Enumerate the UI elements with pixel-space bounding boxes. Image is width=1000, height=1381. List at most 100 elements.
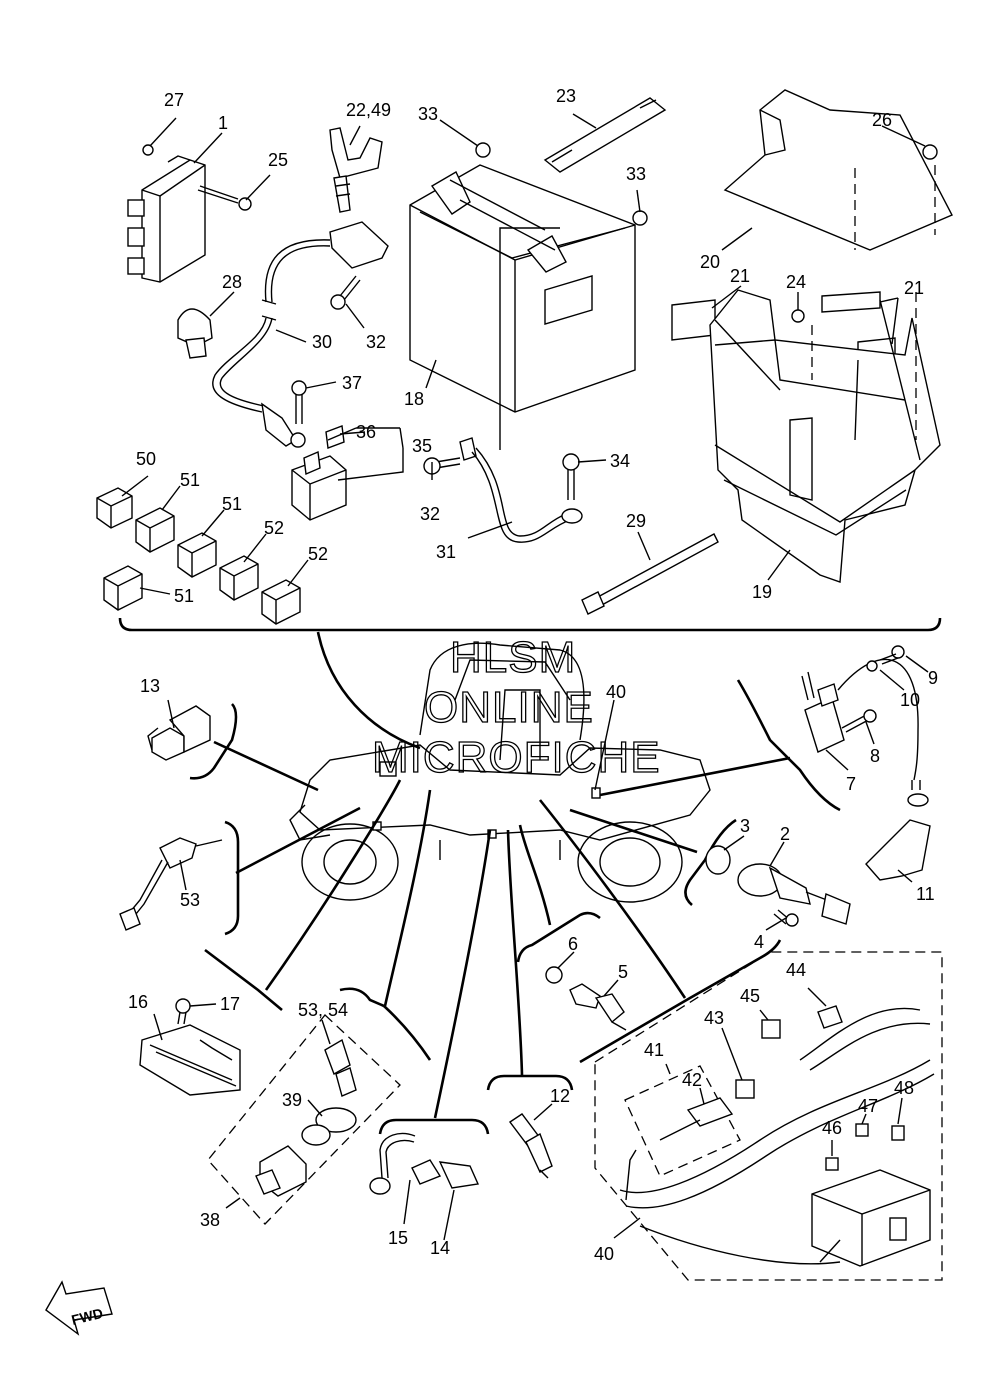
bolt-8 — [841, 709, 877, 733]
connector-cap-51c — [103, 565, 143, 611]
washer-10 — [866, 660, 878, 672]
sensor-14-15 — [369, 1132, 480, 1195]
bracket-13 — [189, 703, 238, 780]
callout-38: 38 — [200, 1210, 220, 1230]
callout-53: 53 — [180, 890, 200, 910]
fuse-48 — [891, 1125, 905, 1141]
battery-cable-30 — [212, 221, 389, 448]
callout-51a: 51 — [180, 470, 200, 490]
connector-44 — [817, 1005, 843, 1029]
callout-34: 34 — [610, 451, 630, 471]
callout-36: 36 — [356, 422, 376, 442]
callout-5: 5 — [618, 962, 628, 982]
battery-18 — [409, 164, 636, 413]
o-ring-3 — [705, 845, 731, 875]
callout-23: 23 — [556, 86, 576, 106]
regulator-16 — [139, 1024, 241, 1096]
callout-53-54: 53, 54 — [298, 1000, 348, 1020]
callout-50: 50 — [136, 449, 156, 469]
callout-52b: 52 — [308, 544, 328, 564]
vehicle-outline — [289, 642, 711, 903]
sensor-13 — [147, 705, 211, 761]
fuse-47 — [855, 1123, 869, 1137]
bolt-34 — [562, 453, 580, 500]
upper-leaders — [121, 113, 926, 595]
callout-6: 6 — [568, 934, 578, 954]
connector-cap-51b — [177, 532, 217, 578]
callout-43: 43 — [704, 1008, 724, 1028]
callout-51c: 51 — [174, 586, 194, 606]
callout-numbers: 27 1 25 28 22,49 33 23 33 26 20 21 24 21… — [128, 86, 938, 1264]
screw-26 — [922, 144, 938, 160]
ignition-coil-7 — [801, 658, 919, 781]
relay-43 — [735, 1079, 755, 1099]
callout-39: 39 — [282, 1090, 302, 1110]
bracket-6 — [516, 911, 601, 963]
cable-tie-29 — [581, 533, 719, 615]
callout-26: 26 — [872, 110, 892, 130]
callout-31: 31 — [436, 542, 456, 562]
grommet-27 — [142, 144, 154, 156]
callout-9: 9 — [928, 668, 938, 688]
lower-leaders — [153, 655, 929, 1241]
negative-cable-31 — [459, 437, 583, 543]
callout-18: 18 — [404, 389, 424, 409]
starter-relay-35 — [291, 425, 347, 521]
battery-band-23 — [543, 97, 667, 173]
callout-16: 16 — [128, 992, 148, 1012]
fuse-46 — [825, 1157, 839, 1171]
callout-40b: 40 — [594, 1244, 614, 1264]
clamp-22-49 — [329, 127, 383, 213]
connector-cap-52a — [219, 555, 259, 601]
callout-21a: 21 — [730, 266, 750, 286]
callout-30: 30 — [312, 332, 332, 352]
bolt-9 — [879, 645, 905, 665]
cover-dashes — [811, 165, 936, 440]
watermark-line-1: HLSM — [450, 633, 576, 682]
callout-1: 1 — [218, 113, 228, 133]
callout-47: 47 — [858, 1096, 878, 1116]
bracket-7 — [736, 679, 841, 812]
bolt-37 — [291, 380, 307, 424]
callout-2: 2 — [780, 824, 790, 844]
callout-21b: 21 — [904, 278, 924, 298]
callout-17: 17 — [220, 994, 240, 1014]
vehicle-leaders — [213, 631, 791, 1119]
fwd-arrow-icon: FWD — [45, 1280, 113, 1336]
bracket-12 — [486, 1074, 574, 1091]
ecu-unit — [127, 155, 206, 283]
harness-41-dashed-box — [624, 1065, 741, 1177]
callout-11: 11 — [916, 884, 935, 904]
bolt-17 — [175, 998, 191, 1025]
callout-3: 3 — [740, 816, 750, 836]
callout-46: 46 — [822, 1118, 842, 1138]
connector-cap-50 — [96, 487, 133, 529]
callout-20: 20 — [700, 252, 720, 272]
wire-harness-40 — [619, 1007, 935, 1267]
bracket-38b — [383, 1005, 432, 1061]
nut-33a — [475, 142, 491, 158]
callout-15: 15 — [388, 1228, 408, 1248]
bracket-14 — [378, 1118, 490, 1135]
bolt-32b — [423, 457, 461, 475]
callout-25: 25 — [268, 150, 288, 170]
callout-32b: 32 — [420, 504, 440, 524]
callout-48: 48 — [894, 1078, 914, 1098]
callout-27: 27 — [164, 90, 184, 110]
battery-box-19 — [709, 289, 941, 583]
bolt-24 — [791, 309, 805, 323]
connector-cap-51a — [135, 507, 175, 553]
callout-10: 10 — [900, 690, 920, 710]
callout-44: 44 — [786, 960, 806, 980]
callout-33a: 33 — [418, 104, 438, 124]
callout-29: 29 — [626, 511, 646, 531]
battery-cover-20 — [723, 89, 953, 251]
plug-cap-11 — [865, 780, 931, 881]
callout-22-49: 22,49 — [346, 100, 391, 120]
switch-dashed-box-38 — [207, 1014, 401, 1225]
callout-32a: 32 — [366, 332, 386, 352]
bolt-25 — [197, 185, 252, 211]
gasket-6 — [545, 966, 563, 984]
bolt-32a — [330, 275, 361, 310]
